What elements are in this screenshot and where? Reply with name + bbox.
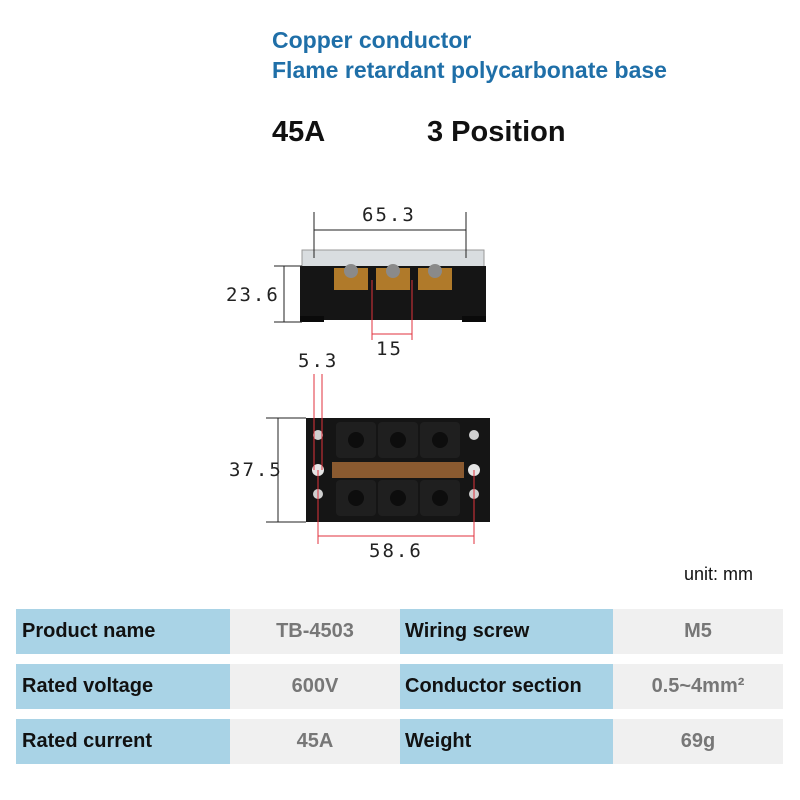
screw-terminal-3	[418, 264, 452, 290]
screw-terminal-1	[334, 264, 368, 290]
spec-value: 600V	[230, 664, 400, 709]
spec-value: TB-4503	[230, 609, 400, 654]
top-view	[266, 374, 490, 544]
spec-label: Wiring screw	[400, 609, 613, 654]
spec-value: 69g	[613, 719, 783, 764]
spec-value: 45A	[230, 719, 400, 764]
spec-value: 0.5~4mm²	[613, 664, 783, 709]
spec-label: Rated current	[16, 719, 230, 764]
dim-hole-diameter: 5.3	[298, 350, 339, 372]
headline-copper: Copper conductor	[272, 27, 472, 53]
dim-height: 23.6	[226, 284, 280, 306]
rating-current: 45A	[272, 116, 326, 148]
dim-depth: 37.5	[229, 459, 283, 481]
spec-label: Conductor section	[400, 664, 613, 709]
spec-label: Product name	[16, 609, 230, 654]
spec-table: Product name TB-4503 Wiring screw M5 Rat…	[16, 609, 783, 774]
spec-value: M5	[613, 609, 783, 654]
screw-terminal-2	[376, 264, 410, 290]
spec-label: Weight	[400, 719, 613, 764]
spec-label: Rated voltage	[16, 664, 230, 709]
rating-positions: 3 Position	[427, 116, 566, 148]
table-row: Rated voltage 600V Conductor section 0.5…	[16, 664, 783, 709]
terminal-cover-row-top	[336, 422, 460, 458]
terminal-block-drawing	[266, 212, 490, 544]
table-row: Product name TB-4503 Wiring screw M5	[16, 609, 783, 654]
headline-base: Flame retardant polycarbonate base	[272, 57, 667, 83]
dim-overall-width: 65.3	[362, 204, 416, 226]
table-row: Rated current 45A Weight 69g	[16, 719, 783, 764]
side-view	[274, 212, 486, 340]
dim-mounting-distance: 58.6	[369, 540, 423, 562]
terminal-cover-row-bottom	[336, 480, 460, 516]
unit-label: unit: mm	[684, 564, 754, 584]
dim-pitch: 15	[376, 338, 403, 360]
